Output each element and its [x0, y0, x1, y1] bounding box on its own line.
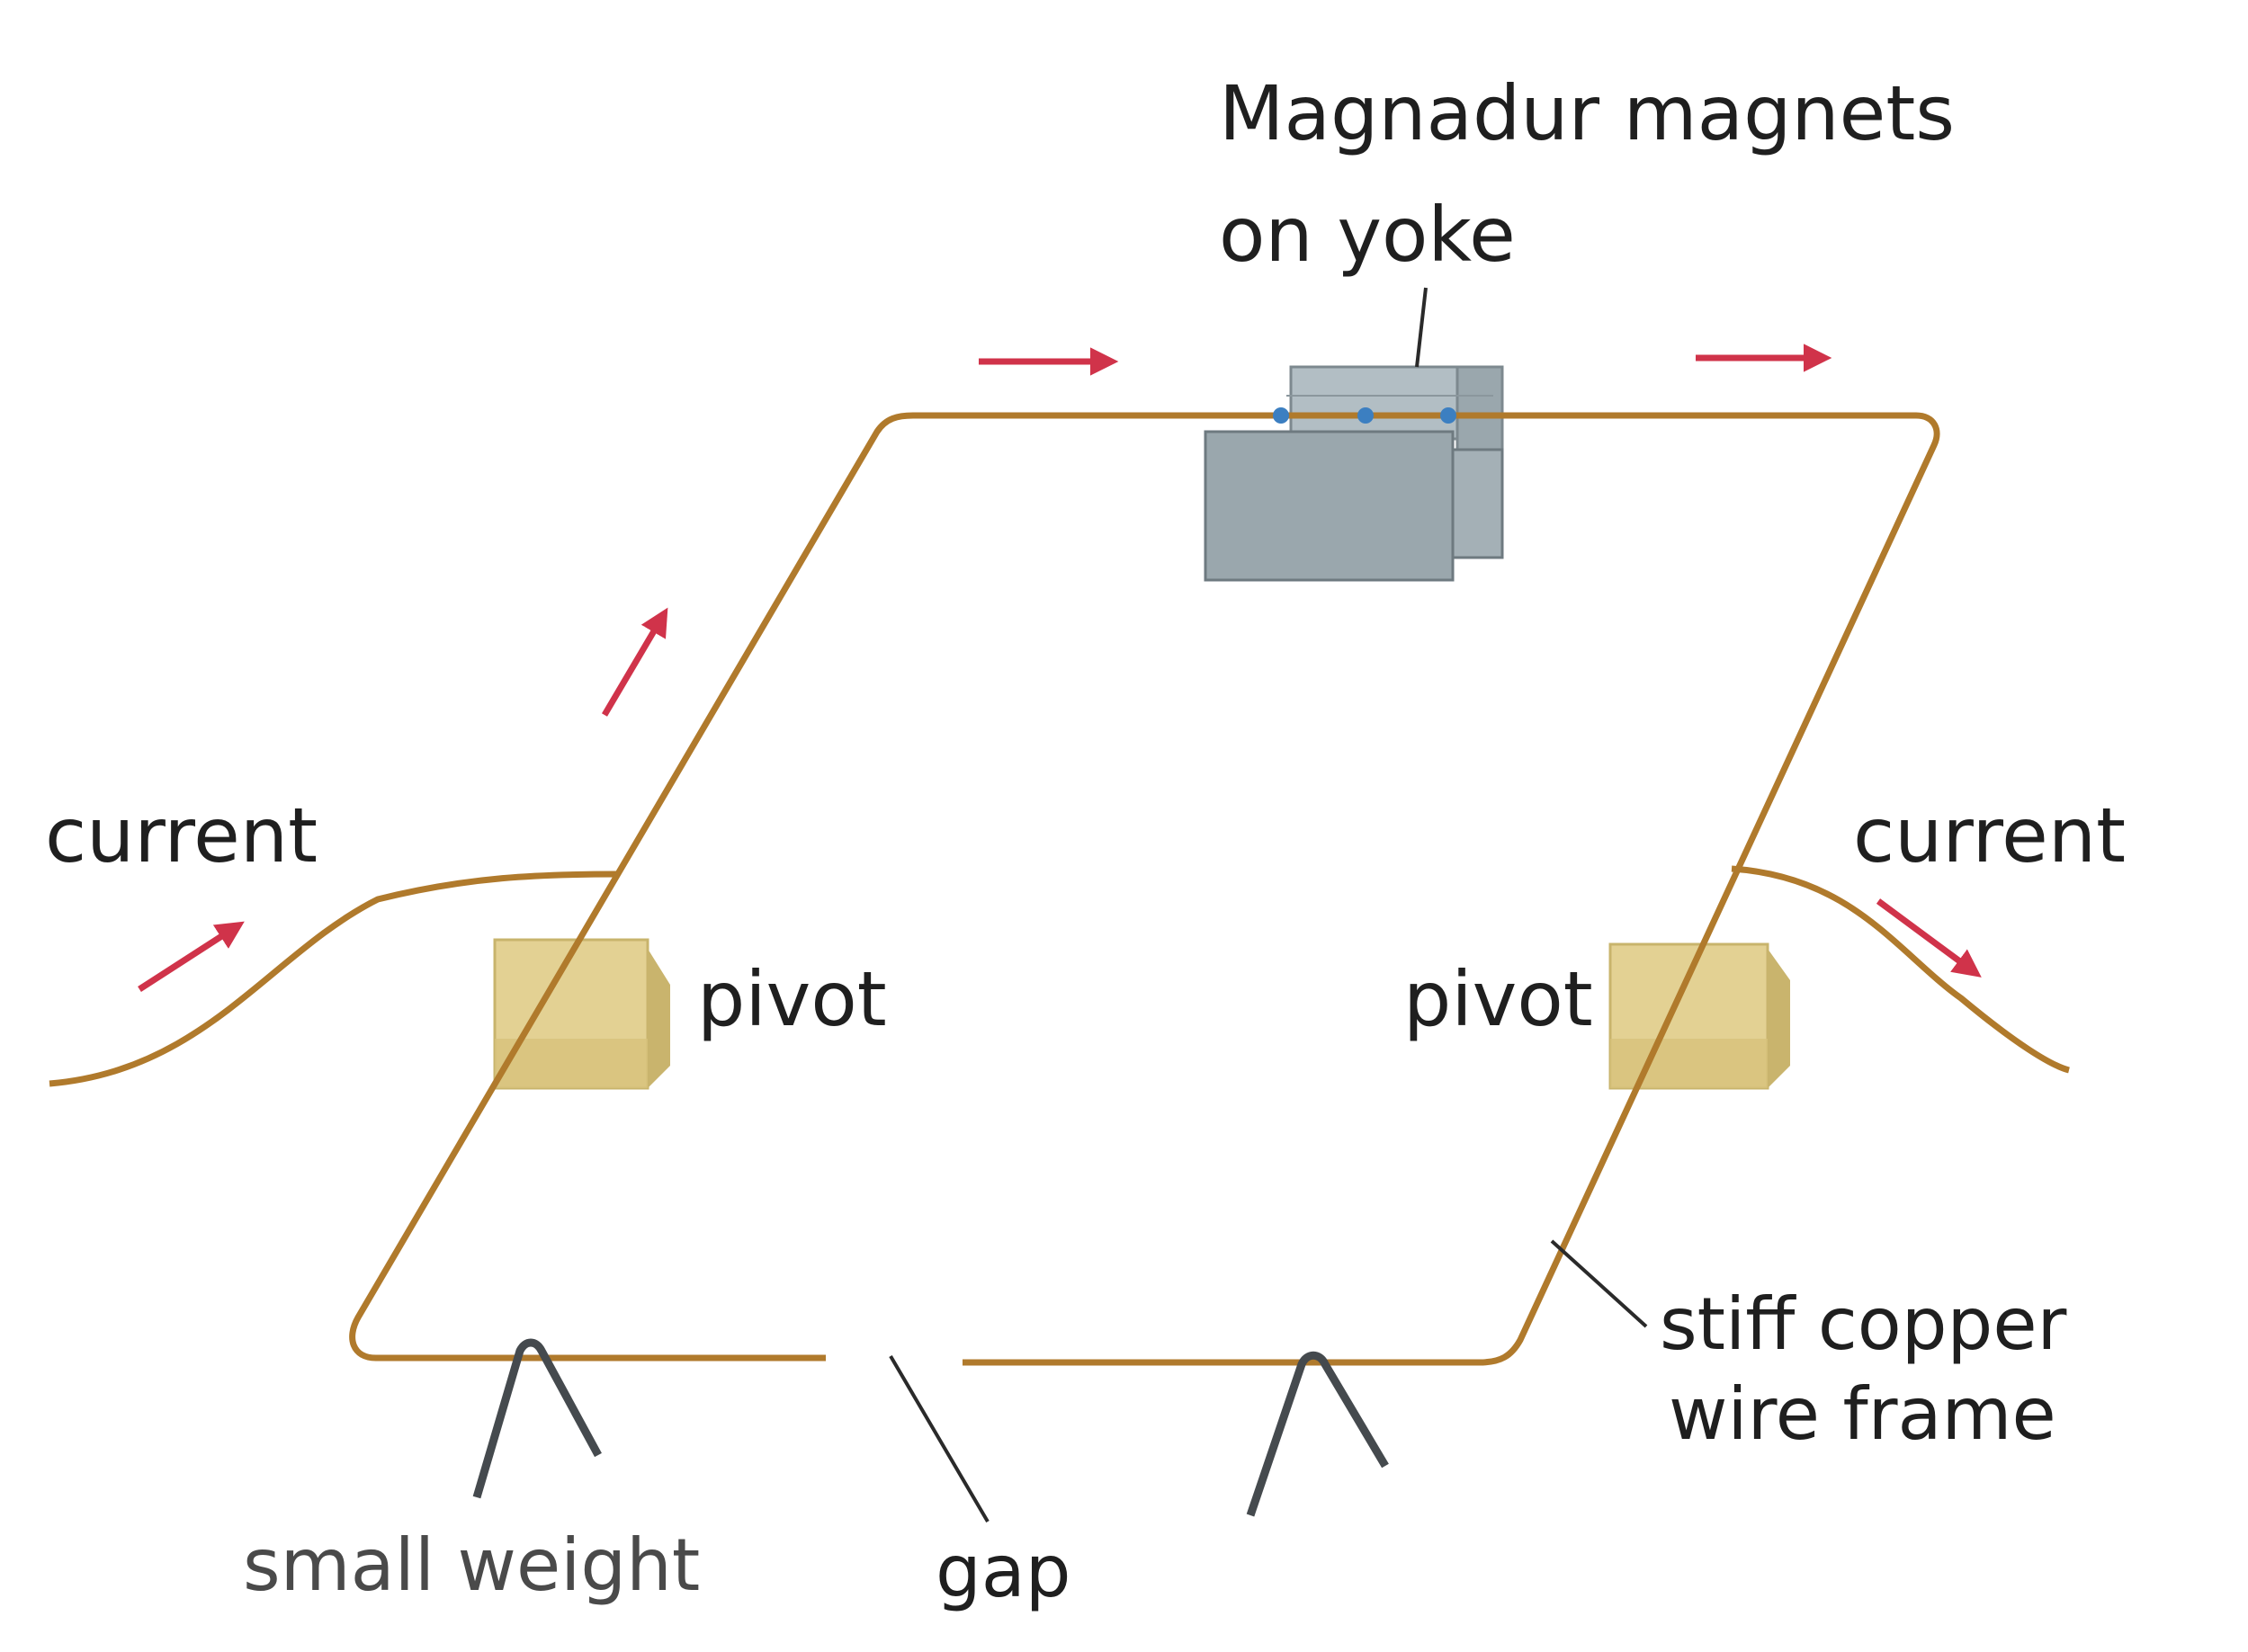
frame-leader-line	[1550, 1239, 1648, 1328]
pivot-right-block	[1608, 942, 1790, 1090]
current-label-left: current	[45, 791, 318, 880]
pivot-label-right: pivot	[1403, 955, 1593, 1043]
gap-leader-line	[889, 1354, 990, 1523]
current-arrow-left-lead	[138, 921, 245, 992]
current-arrow-left-side	[601, 607, 668, 717]
magnets-label-line2: on yoke	[1219, 191, 1516, 279]
magnets-label-line1: Magnadur magnets	[1219, 69, 1955, 157]
contact-marker	[1357, 407, 1374, 424]
small-weight-right	[1246, 1351, 1389, 1517]
small-weight-label: small weight	[243, 1523, 700, 1607]
gap-label: gap	[936, 1530, 1071, 1613]
contact-marker	[1273, 407, 1289, 424]
current-label-right: current	[1853, 791, 2126, 880]
frame-label-line1: stiff copper	[1660, 1282, 2067, 1366]
lead-wire-left	[49, 871, 620, 1087]
current-arrow-right-lead	[1876, 898, 1982, 978]
lead-wire-right	[1731, 865, 2070, 1074]
frame-label-line2: wire frame	[1669, 1372, 2056, 1456]
magnadur-magnets-on-yoke	[1204, 365, 1504, 582]
small-weight-left	[472, 1338, 602, 1499]
stiff-copper-wire-frame	[349, 412, 1940, 1366]
pivot-left-block	[493, 938, 670, 1090]
magnets-leader-line	[1415, 287, 1428, 368]
contact-marker	[1440, 407, 1456, 424]
pivot-label-left: pivot	[697, 955, 887, 1043]
